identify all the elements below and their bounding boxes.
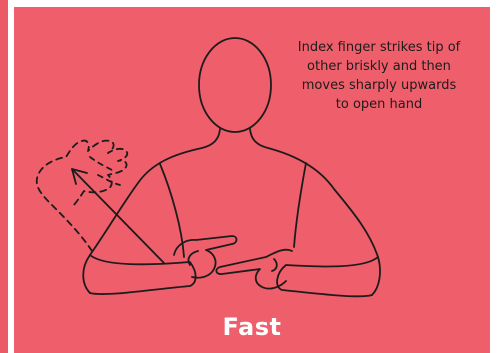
head-outline [199, 38, 271, 132]
right-forearm-inner [294, 163, 306, 247]
body-outline-right [250, 129, 380, 295]
card-accent-line [0, 0, 8, 353]
sign-instruction: Index finger strikes tip of other briskl… [288, 38, 470, 114]
left-hand-thumb [188, 251, 198, 265]
body-outline-left [83, 129, 220, 293]
right-forearm [277, 257, 378, 296]
left-forearm [90, 255, 196, 294]
dashed-open-hand-fingers [90, 157, 120, 185]
sign-panel: Index finger strikes tip of other briskl… [14, 7, 490, 353]
right-hand-thumb [272, 259, 277, 271]
dashed-open-hand [37, 141, 128, 251]
sign-title: Fast [14, 312, 490, 342]
movement-arrow-line [72, 169, 164, 263]
left-forearm-inner [160, 164, 184, 257]
